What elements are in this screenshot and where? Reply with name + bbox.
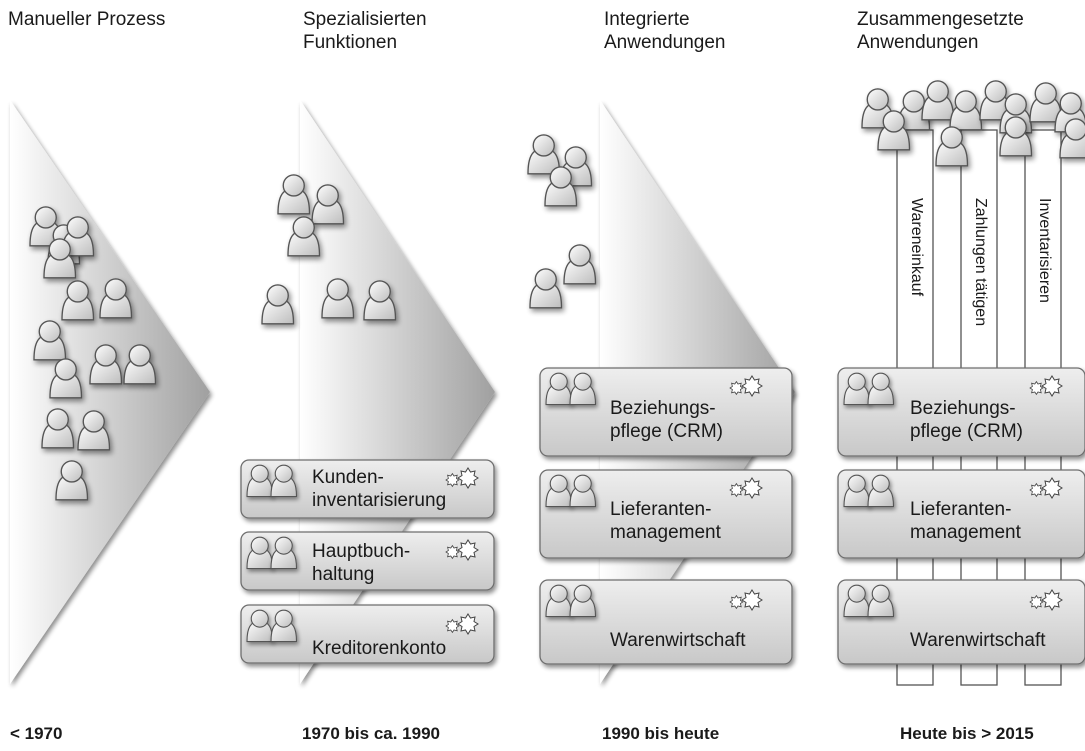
function-box bbox=[837, 367, 1085, 457]
person-icon bbox=[261, 284, 295, 325]
era-3: 1990 bis heute bbox=[602, 724, 720, 743]
box-2-1-text: Kunden-inventarisierung bbox=[312, 467, 447, 511]
person-icon bbox=[527, 134, 561, 175]
function-box bbox=[240, 459, 495, 519]
person-icon bbox=[921, 80, 955, 121]
box-4-2-text: Lieferanten-management bbox=[910, 499, 1021, 543]
function-boxes bbox=[240, 367, 1085, 665]
era-4: Heute bis > 2015 bbox=[900, 724, 1034, 743]
process-label-3: Inventarisieren bbox=[1036, 198, 1053, 303]
triangle-1 bbox=[10, 100, 210, 684]
process-label-1: Wareneinkauf bbox=[908, 198, 925, 297]
function-box bbox=[240, 604, 495, 664]
era-1: < 1970 bbox=[10, 724, 63, 743]
box-2-2-text: Hauptbuch-haltung bbox=[312, 541, 411, 585]
function-box bbox=[539, 367, 793, 457]
column-1-title: Manueller Prozess bbox=[8, 9, 166, 30]
box-3-3-text: Warenwirtschaft bbox=[610, 630, 746, 651]
box-3-1-text: Beziehungs-pflege (CRM) bbox=[610, 398, 723, 442]
person-icon bbox=[563, 244, 597, 285]
function-box bbox=[240, 531, 495, 591]
person-icon bbox=[529, 268, 563, 309]
function-box bbox=[539, 579, 793, 665]
process-label-2: Zahlungen tätigen bbox=[972, 198, 989, 327]
person-icon bbox=[949, 90, 983, 131]
function-box bbox=[539, 469, 793, 559]
box-4-1-text: Beziehungs-pflege (CRM) bbox=[910, 398, 1023, 442]
function-box bbox=[837, 469, 1085, 559]
function-box bbox=[837, 579, 1085, 665]
era-2: 1970 bis ca. 1990 bbox=[302, 724, 441, 743]
box-2-3-text: Kreditorenkonto bbox=[312, 638, 447, 659]
box-3-2-text: Lieferanten-management bbox=[610, 499, 721, 543]
box-4-3-text: Warenwirtschaft bbox=[910, 630, 1046, 651]
